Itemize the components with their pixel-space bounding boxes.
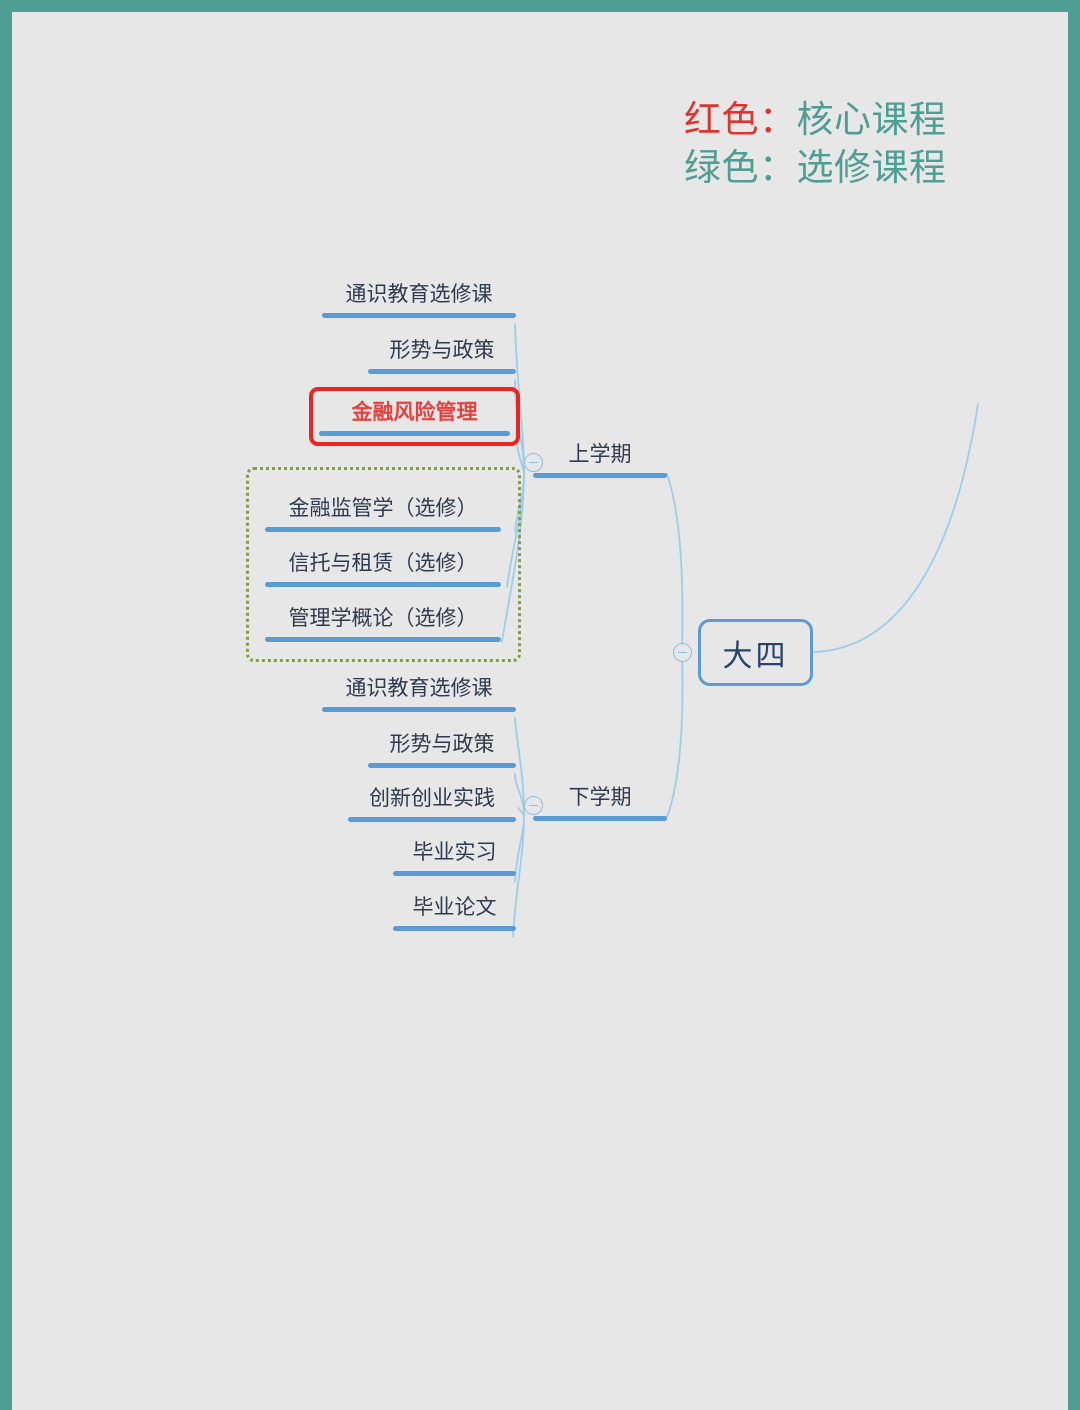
legend-row-core: 红色：核心课程 <box>684 96 1014 144</box>
topic-label: 毕业实习 <box>412 841 497 864</box>
branch-underline <box>533 473 667 478</box>
topic-underline <box>319 431 510 436</box>
topic-underline <box>265 637 501 642</box>
topic-underline <box>368 369 516 374</box>
branch-first-semester[interactable]: 上学期 <box>533 440 667 478</box>
collapse-toggle-first-semester[interactable] <box>524 453 543 472</box>
branch-label: 上学期 <box>568 443 632 466</box>
topic-label: 形势与政策 <box>389 339 495 362</box>
branch-label: 下学期 <box>568 786 632 809</box>
branch-underline <box>533 816 667 821</box>
topic-label: 毕业论文 <box>412 896 497 919</box>
elective-group-box <box>246 467 521 662</box>
branch-second-semester[interactable]: 下学期 <box>533 783 667 821</box>
root-node-senior-year[interactable]: 大四 <box>698 619 813 686</box>
topic-label: 管理学概论（选修） <box>288 607 478 630</box>
topic-graduation-thesis[interactable]: 毕业论文 <box>393 893 516 931</box>
legend-key-green: 绿色： <box>684 147 797 189</box>
topic-innovation-entrepreneurship-practice[interactable]: 创新创业实践 <box>348 784 516 822</box>
topic-underline <box>348 817 516 822</box>
legend-value-core: 核心课程 <box>796 99 947 140</box>
legend-row-elective: 绿色：选修课程 <box>684 144 1014 192</box>
legend-value-elective: 选修课程 <box>796 147 947 189</box>
topic-trust-and-leasing-elective[interactable]: 信托与租赁（选修） <box>265 549 501 587</box>
topic-situation-and-policy-upper[interactable]: 形势与政策 <box>368 336 516 374</box>
topic-underline <box>322 707 516 712</box>
topic-graduation-internship[interactable]: 毕业实习 <box>393 838 516 876</box>
wire-dn-4 <box>514 814 525 883</box>
legend-key-red: 红色： <box>684 99 797 140</box>
connector-layer <box>501 323 979 938</box>
topic-underline <box>393 926 516 931</box>
topic-label: 通识教育选修课 <box>345 283 493 306</box>
topic-financial-risk-management-core[interactable]: 金融风险管理 <box>309 387 520 446</box>
topic-underline <box>368 763 516 768</box>
topic-underline <box>322 313 516 318</box>
wire-dn-2 <box>514 773 525 816</box>
wire-root-upper <box>666 473 684 653</box>
wire-root-parent <box>812 403 979 653</box>
topic-underline <box>393 871 516 876</box>
topic-label: 金融监管学（选修） <box>288 497 478 520</box>
topic-label: 信托与租赁（选修） <box>288 552 478 575</box>
topic-general-education-elective-upper[interactable]: 通识教育选修课 <box>322 280 516 318</box>
topic-label: 金融风险管理 <box>351 401 478 424</box>
wire-dn-3 <box>517 807 525 816</box>
legend: 红色：核心课程 绿色：选修课程 <box>684 96 1014 192</box>
topic-label: 形势与政策 <box>389 733 495 756</box>
topic-general-education-elective-lower[interactable]: 通识教育选修课 <box>322 674 516 712</box>
topic-financial-regulation-elective[interactable]: 金融监管学（选修） <box>265 494 501 532</box>
topic-label: 创新创业实践 <box>369 787 495 810</box>
topic-situation-and-policy-lower[interactable]: 形势与政策 <box>368 730 516 768</box>
wire-dn-1 <box>514 717 525 816</box>
collapse-toggle-second-semester[interactable] <box>524 796 543 815</box>
topic-management-introduction-elective[interactable]: 管理学概论（选修） <box>265 604 501 642</box>
wire-root-lower <box>666 651 684 818</box>
topic-underline <box>265 527 501 532</box>
topic-underline <box>265 582 501 587</box>
topic-label: 通识教育选修课 <box>345 677 493 700</box>
collapse-toggle-root[interactable] <box>673 643 692 662</box>
root-node-label: 大四 <box>722 639 789 673</box>
